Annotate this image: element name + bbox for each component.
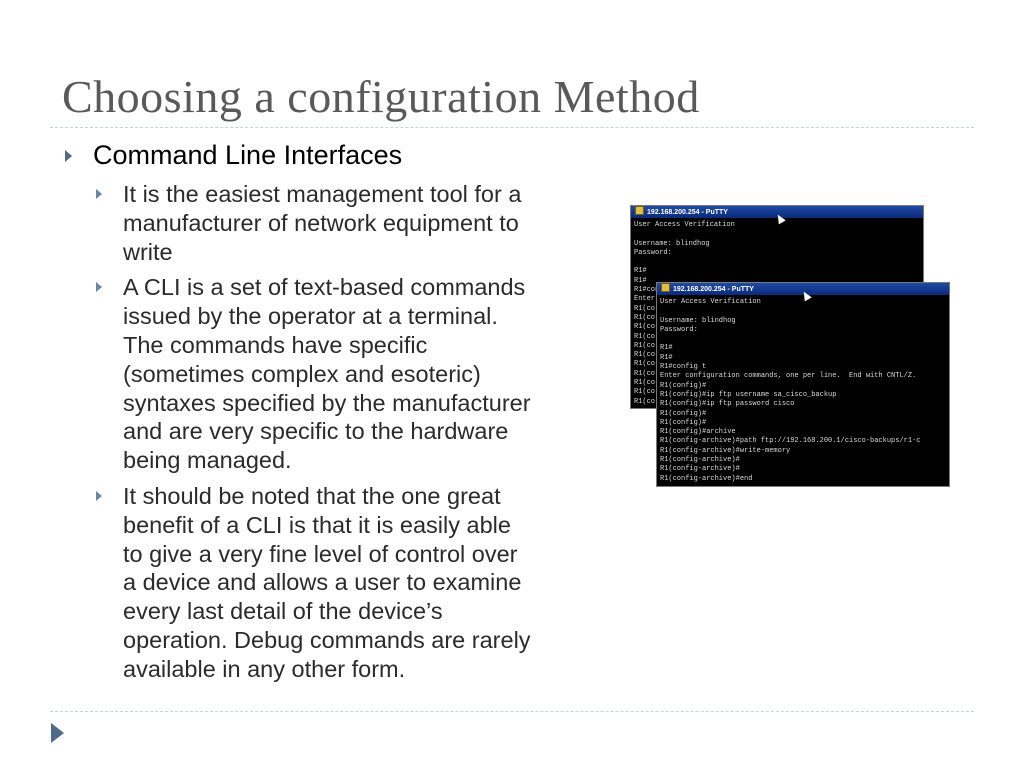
sub-bullet-arrow-icon [96, 490, 102, 501]
sub-bullet-easiest-tool: It is the easiest management tool for a … [96, 180, 616, 266]
putty-icon [635, 206, 644, 215]
next-slide-arrow-icon[interactable] [51, 723, 64, 743]
sub-bullet-arrow-icon [96, 282, 102, 293]
sub-bullet-cli-definition: A CLI is a set of text-based commands is… [96, 273, 616, 475]
putty-icon [661, 283, 670, 292]
sub-bullet-arrow-icon [96, 189, 102, 199]
terminal-output: User Access Verification Username: blind… [634, 221, 735, 406]
footer-divider [50, 711, 974, 712]
terminal-title: 192.168.200.254 - PuTTY [673, 286, 754, 293]
bullet-command-line-interfaces: Command Line Interfaces [93, 140, 403, 170]
sub-bullet-text: A CLI is a set of text-based commands is… [123, 274, 531, 474]
bullet-arrow-icon [65, 150, 72, 162]
sub-bullet-text: It should be noted that the one great be… [123, 482, 531, 682]
terminal-titlebar: 192.168.200.254 - PuTTY [631, 206, 923, 218]
slide-title: Choosing a configuration Method [62, 71, 700, 122]
terminal-output: User Access Verification Username: blind… [660, 298, 921, 483]
terminal-title: 192.168.200.254 - PuTTY [647, 209, 728, 216]
sub-bullet-list: It is the easiest management tool for a … [96, 180, 616, 691]
terminal-titlebar: 192.168.200.254 - PuTTY [657, 283, 949, 295]
sub-bullet-text: It is the easiest management tool for a … [123, 181, 522, 265]
title-divider [50, 127, 974, 128]
putty-terminal-front: 192.168.200.254 - PuTTY User Access Veri… [656, 282, 950, 487]
sub-bullet-cli-benefit: It should be noted that the one great be… [96, 482, 616, 684]
